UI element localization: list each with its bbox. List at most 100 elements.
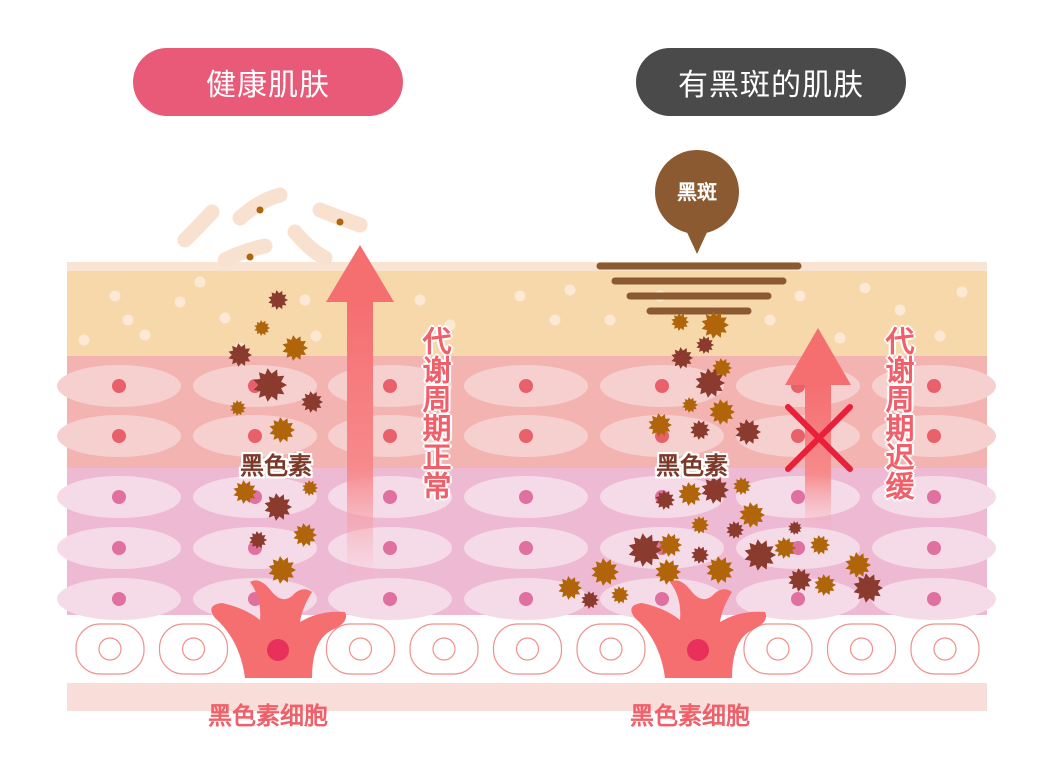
melanocyte-left	[211, 580, 347, 678]
corneum-dot	[956, 286, 968, 298]
melanin-granule	[230, 400, 246, 416]
cell-nucleus	[112, 379, 126, 393]
basal-nucleus	[849, 637, 874, 661]
basal-nucleus	[933, 637, 957, 661]
cell-nucleus	[383, 490, 397, 504]
melanin-granule	[301, 391, 323, 413]
corneum-dot	[834, 332, 846, 344]
dark-spot-layers	[596, 262, 802, 315]
corneum-dot	[174, 296, 186, 308]
melanin-granule	[302, 480, 318, 496]
blocked-x-icon	[785, 404, 853, 472]
corneum-dot	[194, 276, 206, 288]
cell-nucleus	[791, 429, 805, 443]
cell-nucleus	[383, 429, 397, 443]
cell-nucleus	[655, 379, 669, 393]
melanin-granule	[739, 502, 765, 528]
melanin-granule	[701, 311, 729, 339]
melanin-granule	[233, 480, 257, 504]
cell-nucleus	[519, 379, 533, 393]
melanin-granule	[691, 546, 709, 564]
melanin-granule	[658, 533, 682, 557]
basal-cells	[75, 623, 980, 675]
melanocyte-right	[631, 580, 767, 678]
cell-nucleus	[112, 490, 126, 504]
melanin-granules	[228, 290, 883, 609]
melanin-label-right: 黑色素	[656, 452, 728, 480]
corneum-dot	[414, 294, 426, 306]
corneum-dot	[109, 290, 121, 302]
corneum-dot	[934, 330, 946, 342]
melanin-label-left: 黑色素	[240, 452, 312, 480]
melanin-granule	[678, 482, 702, 506]
melanin-granule	[814, 574, 836, 596]
melanin-granule	[671, 313, 689, 331]
shed-flakes	[177, 187, 368, 268]
cell-nucleus	[248, 429, 262, 443]
corneum-dot	[894, 304, 906, 316]
melanin-granule	[268, 290, 288, 310]
corneum-dot	[299, 294, 311, 306]
melanin-granule	[696, 336, 714, 354]
cell-nucleus	[655, 592, 669, 606]
cell-nucleus	[112, 429, 126, 443]
cell-nucleus	[791, 592, 805, 606]
melanin-granule	[293, 523, 317, 547]
corneum-dots	[78, 276, 968, 354]
basal-nucleus	[599, 637, 623, 661]
melanin-granule	[254, 320, 270, 336]
corneum-dot	[78, 334, 90, 346]
corneum-dot	[764, 314, 776, 326]
melanin-granule	[269, 417, 295, 443]
metabolism-slow-label: 代谢周期迟缓	[881, 326, 915, 500]
melanin-granule	[695, 368, 725, 398]
metabolism-arrow-normal	[326, 245, 394, 580]
melanin-granule	[810, 535, 830, 555]
melanin-granule	[558, 576, 582, 600]
corneum-dot	[859, 282, 871, 294]
cell-nucleus	[519, 592, 533, 606]
melanin-granule	[712, 358, 732, 378]
cell-nucleus	[383, 592, 397, 606]
melanin-granule	[628, 533, 662, 567]
melanin-granule	[845, 552, 871, 578]
melanin-granule	[709, 399, 735, 425]
melanin-granule	[655, 559, 681, 585]
melanocyte-label-right: 黑色素细胞	[630, 702, 750, 730]
cell-nucleus	[519, 429, 533, 443]
corneum-dot	[139, 329, 151, 341]
melanin-granule	[253, 368, 287, 402]
healthy-skin-title: 健康肌肤	[133, 48, 403, 116]
corneum-dot	[604, 314, 616, 326]
stratum-corneum	[67, 271, 987, 356]
melanin-granule	[591, 558, 619, 586]
cell-nucleus	[927, 379, 941, 393]
melanin-granule	[268, 556, 296, 584]
cell-nucleus	[791, 541, 805, 555]
basal-nucleus	[98, 637, 122, 661]
cell-nucleus	[519, 490, 533, 504]
melanin-granule	[735, 419, 761, 445]
melanin-granule	[726, 521, 744, 539]
corneum-dot	[444, 319, 456, 331]
melanin-granule	[774, 537, 796, 559]
spotted-skin-title: 有黑斑的肌肤	[636, 48, 906, 116]
dark-spot-bubble	[655, 150, 739, 254]
melanin-granule	[228, 343, 252, 367]
melanin-granule	[282, 335, 308, 361]
melanin-granule	[788, 568, 812, 592]
cell-nucleus	[927, 429, 941, 443]
corneum-dot	[549, 314, 561, 326]
melanin-granule	[648, 413, 672, 437]
cell-nucleus	[927, 592, 941, 606]
melanin-granule	[671, 347, 693, 369]
dermis	[67, 683, 987, 711]
melanin-granule	[249, 531, 267, 549]
melanocyte-label-left: 黑色素细胞	[208, 702, 328, 730]
melanin-granule	[788, 521, 802, 535]
melanin-granule	[733, 477, 751, 495]
melanin-granule	[853, 573, 883, 603]
basal-nucleus	[181, 637, 206, 661]
corneum-dot	[122, 314, 134, 326]
